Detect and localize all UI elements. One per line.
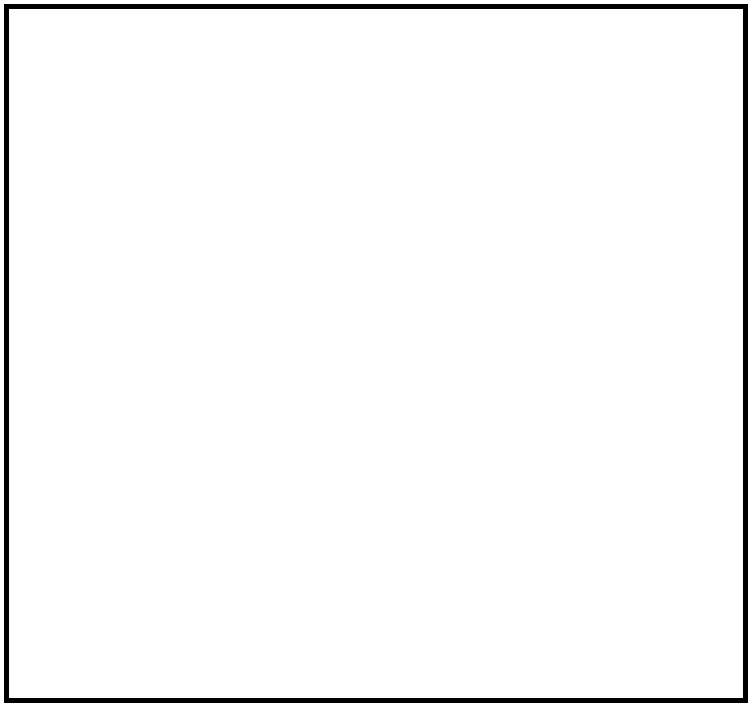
- node-demos-label: Demos: [576, 333, 658, 362]
- node-top-level[interactable]: Top-level (Organization): [323, 27, 515, 127]
- node-sales[interactable]: Sales: [473, 169, 668, 257]
- node-dev-label: Dev: [410, 469, 457, 498]
- node-dev[interactable]: Dev: [336, 437, 531, 531]
- node-shared[interactable]: Shared: [57, 302, 250, 395]
- node-shared-label: Shared: [112, 333, 195, 362]
- node-indigo[interactable]: Indigo: [288, 300, 481, 395]
- node-indigo-label: Indigo: [349, 332, 420, 361]
- node-test[interactable]: Test: [336, 573, 531, 668]
- node-qa[interactable]: QA: [104, 573, 298, 668]
- node-engineering[interactable]: Engineering: [171, 169, 364, 258]
- node-qa-label: QA: [182, 605, 220, 634]
- node-sales-label: Sales: [538, 198, 603, 227]
- node-top-level-label-line1: Top-level: [368, 45, 470, 74]
- node-development-label: Development: [126, 469, 276, 498]
- node-demos[interactable]: Demos: [521, 301, 713, 396]
- edge-sales-demos: [486, 256, 521, 352]
- node-top-level-label-line2: (Organization): [338, 79, 500, 107]
- node-test-label: Test: [410, 605, 457, 634]
- node-development[interactable]: Development: [104, 437, 298, 531]
- node-engineering-label: Engineering: [199, 198, 336, 227]
